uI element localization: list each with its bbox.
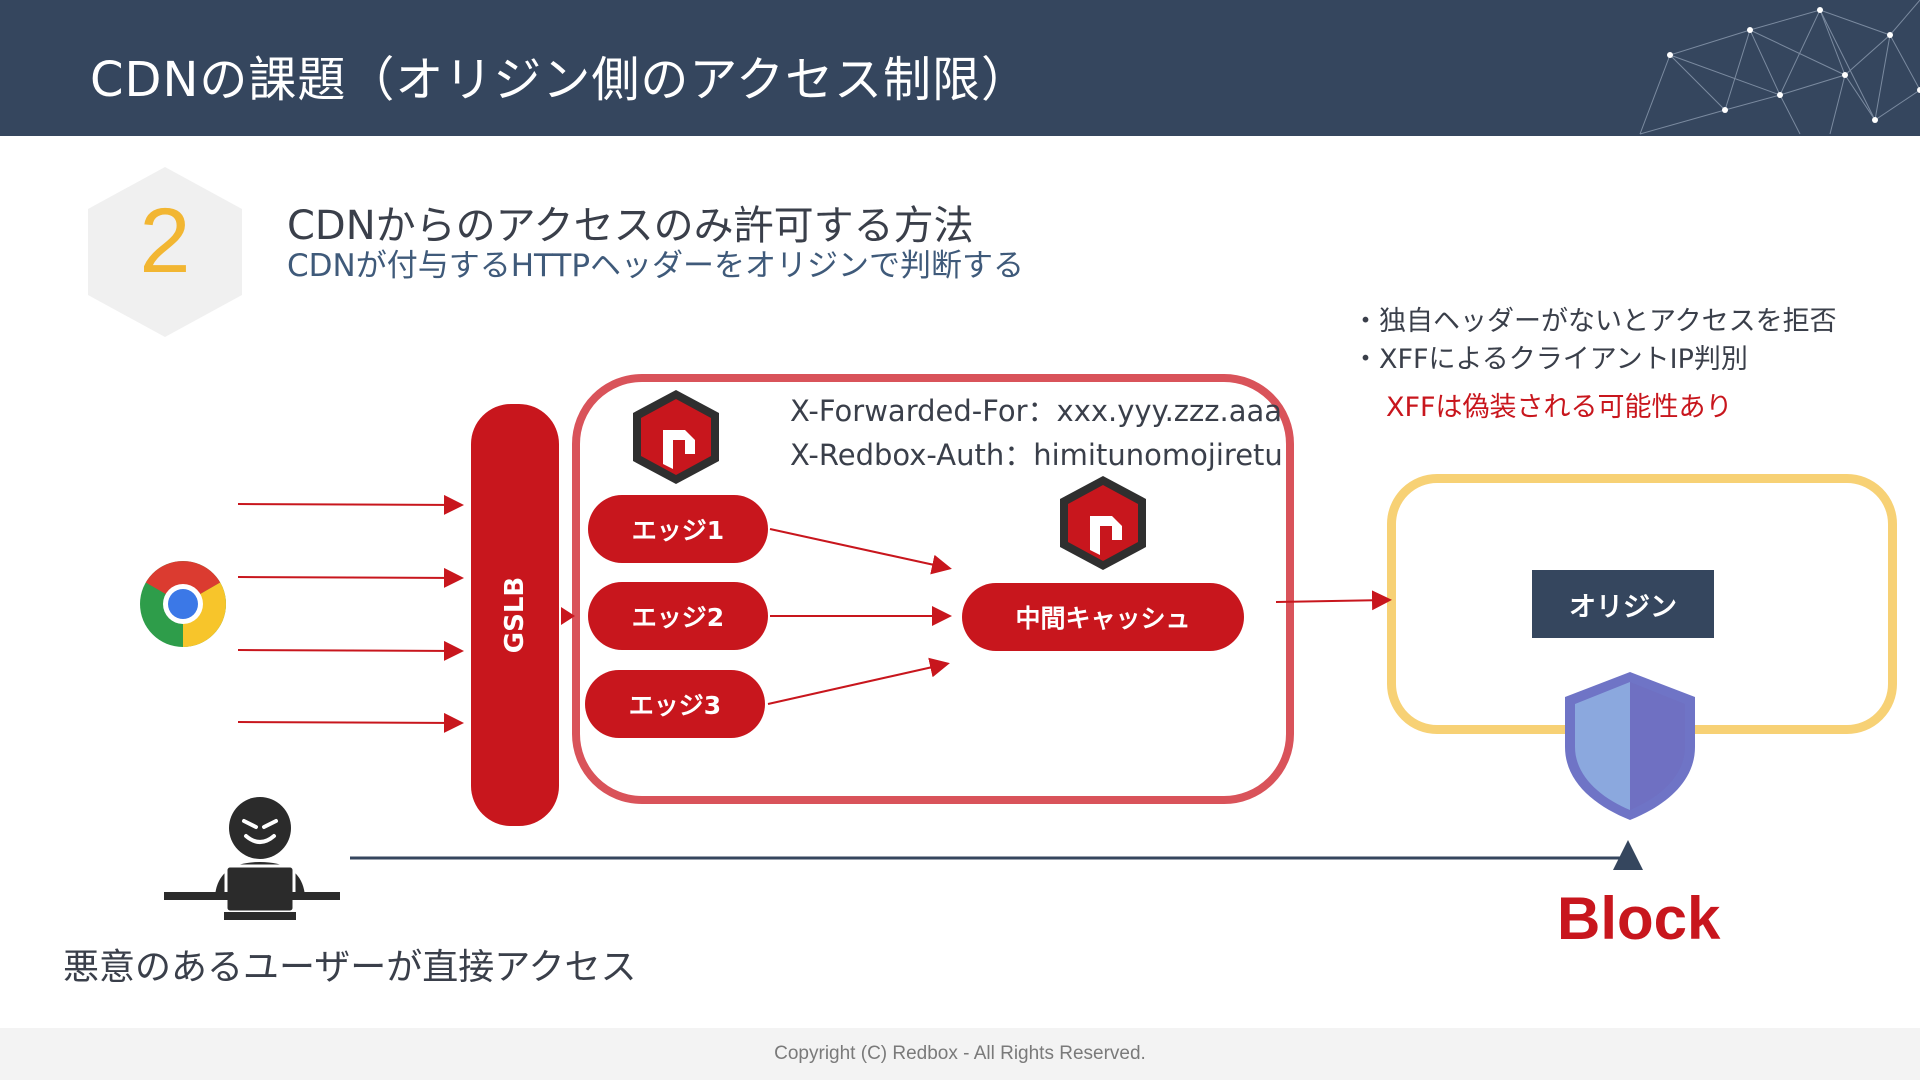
note-list: ・独自ヘッダーがないとアクセスを拒否 ・XFFによるクライアントIP判別 — [1352, 303, 1837, 379]
xff-header-text: X-Forwarded-For：xxx.yyy.zzz.aaa — [790, 394, 1283, 428]
redbox-logo-icon — [1060, 476, 1146, 570]
slide-title: CDNの課題（オリジン側のアクセス制限） — [90, 52, 1030, 108]
gslb-label: GSLB — [500, 576, 530, 654]
edge-node-2: エッジ2 — [588, 582, 768, 650]
copyright-text: Copyright (C) Redbox - All Rights Reserv… — [774, 1043, 1146, 1064]
attacker-caption: 悪意のあるユーザーが直接アクセス — [63, 947, 637, 988]
edge-node-3: エッジ3 — [585, 670, 765, 738]
hacker-icon — [164, 797, 340, 920]
warning-note: XFFは偽装される可能性あり — [1386, 392, 1733, 423]
footer-bar — [0, 1028, 1920, 1080]
header-bar: CDNの課題（オリジン側のアクセス制限） — [0, 0, 1920, 136]
section-description: CDNが付与するHTTPヘッダーをオリジンで判断する — [287, 248, 1025, 284]
origin-label: オリジン — [1532, 570, 1714, 638]
mid-cache-node: 中間キャッシュ — [962, 583, 1244, 651]
gslb-bar — [471, 404, 559, 826]
note-item: ・独自ヘッダーがないとアクセスを拒否 — [1352, 306, 1837, 337]
shield-icon — [1565, 672, 1695, 820]
note-item: ・XFFによるクライアントIP判別 — [1352, 344, 1748, 375]
hexagon-icon — [88, 167, 242, 337]
block-label: Block — [1557, 885, 1721, 952]
edge-node-1: エッジ1 — [588, 495, 768, 563]
cdn-group-box — [572, 374, 1294, 804]
section-title: CDNからのアクセスのみ許可する方法 — [287, 203, 974, 249]
step-number: 2 — [139, 190, 191, 292]
redbox-logo-icon — [633, 390, 719, 484]
auth-header-text: X-Redbox-Auth：himitunomojiretu — [790, 438, 1283, 472]
network-graph-icon — [1639, 0, 1920, 135]
chrome-icon — [140, 561, 226, 647]
